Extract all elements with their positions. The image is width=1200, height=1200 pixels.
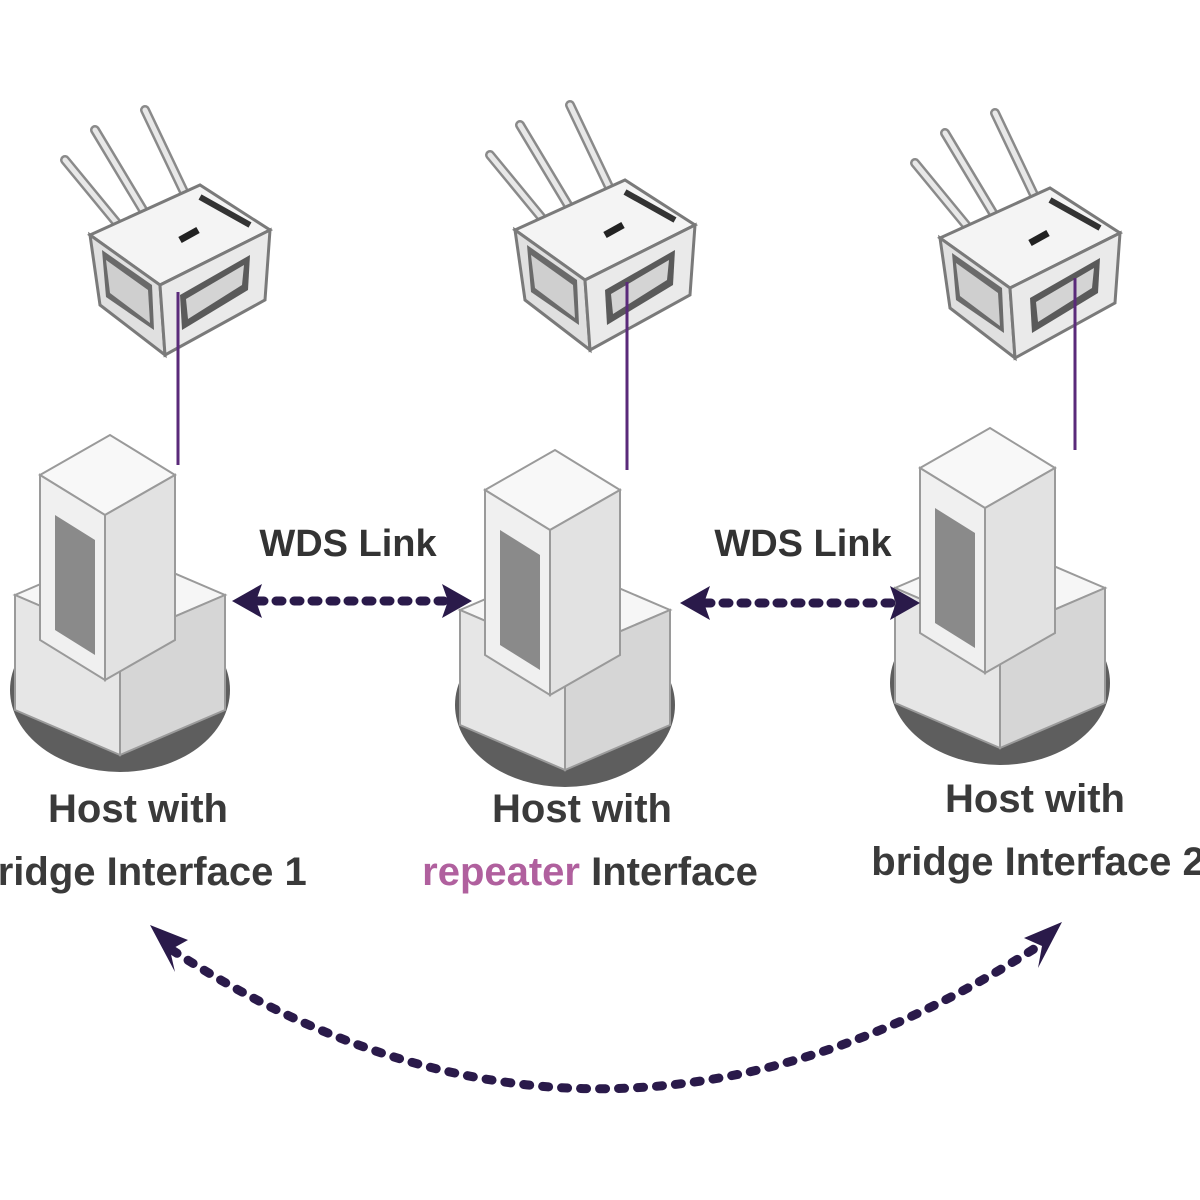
bottom-link-arc [167, 940, 1045, 1094]
node-3-label-line2-text: bridge Interface 2 [871, 840, 1200, 884]
node-3-label-line2: bridge Interface 2 [871, 840, 1200, 884]
bottom-link-arrow-left [150, 925, 188, 972]
wds-link-2-arrow-right [890, 586, 920, 620]
node-1-label-line1: Host with [48, 787, 228, 831]
node-1-label-line2-text: bridge Interface 1 [0, 850, 307, 894]
bottom-link-arrow-right [1024, 922, 1062, 968]
access-point-3 [915, 113, 1120, 358]
node-2-label-line1: Host with [492, 787, 672, 831]
host-2 [454, 449, 676, 788]
wds-link-2-label: WDS Link [714, 523, 892, 565]
wds-link-1-arrow-right [442, 584, 472, 618]
host-3 [889, 427, 1111, 766]
access-point-1 [65, 110, 270, 355]
access-point-2 [490, 105, 695, 350]
node-2-label-line2-text: Interface [580, 850, 758, 894]
wds-link-1-arrow-left [232, 584, 262, 618]
wds-link-2-arrow-left [680, 586, 710, 620]
node-1-label-line2: bridge Interface 1 [0, 850, 307, 894]
host-1 [9, 434, 231, 773]
node-2-label-line2: repeater Interface [422, 850, 758, 894]
node-3-label-line1: Host with [945, 777, 1125, 821]
node-2-label-highlight: repeater [422, 850, 580, 894]
wds-link-1-label: WDS Link [259, 523, 437, 565]
